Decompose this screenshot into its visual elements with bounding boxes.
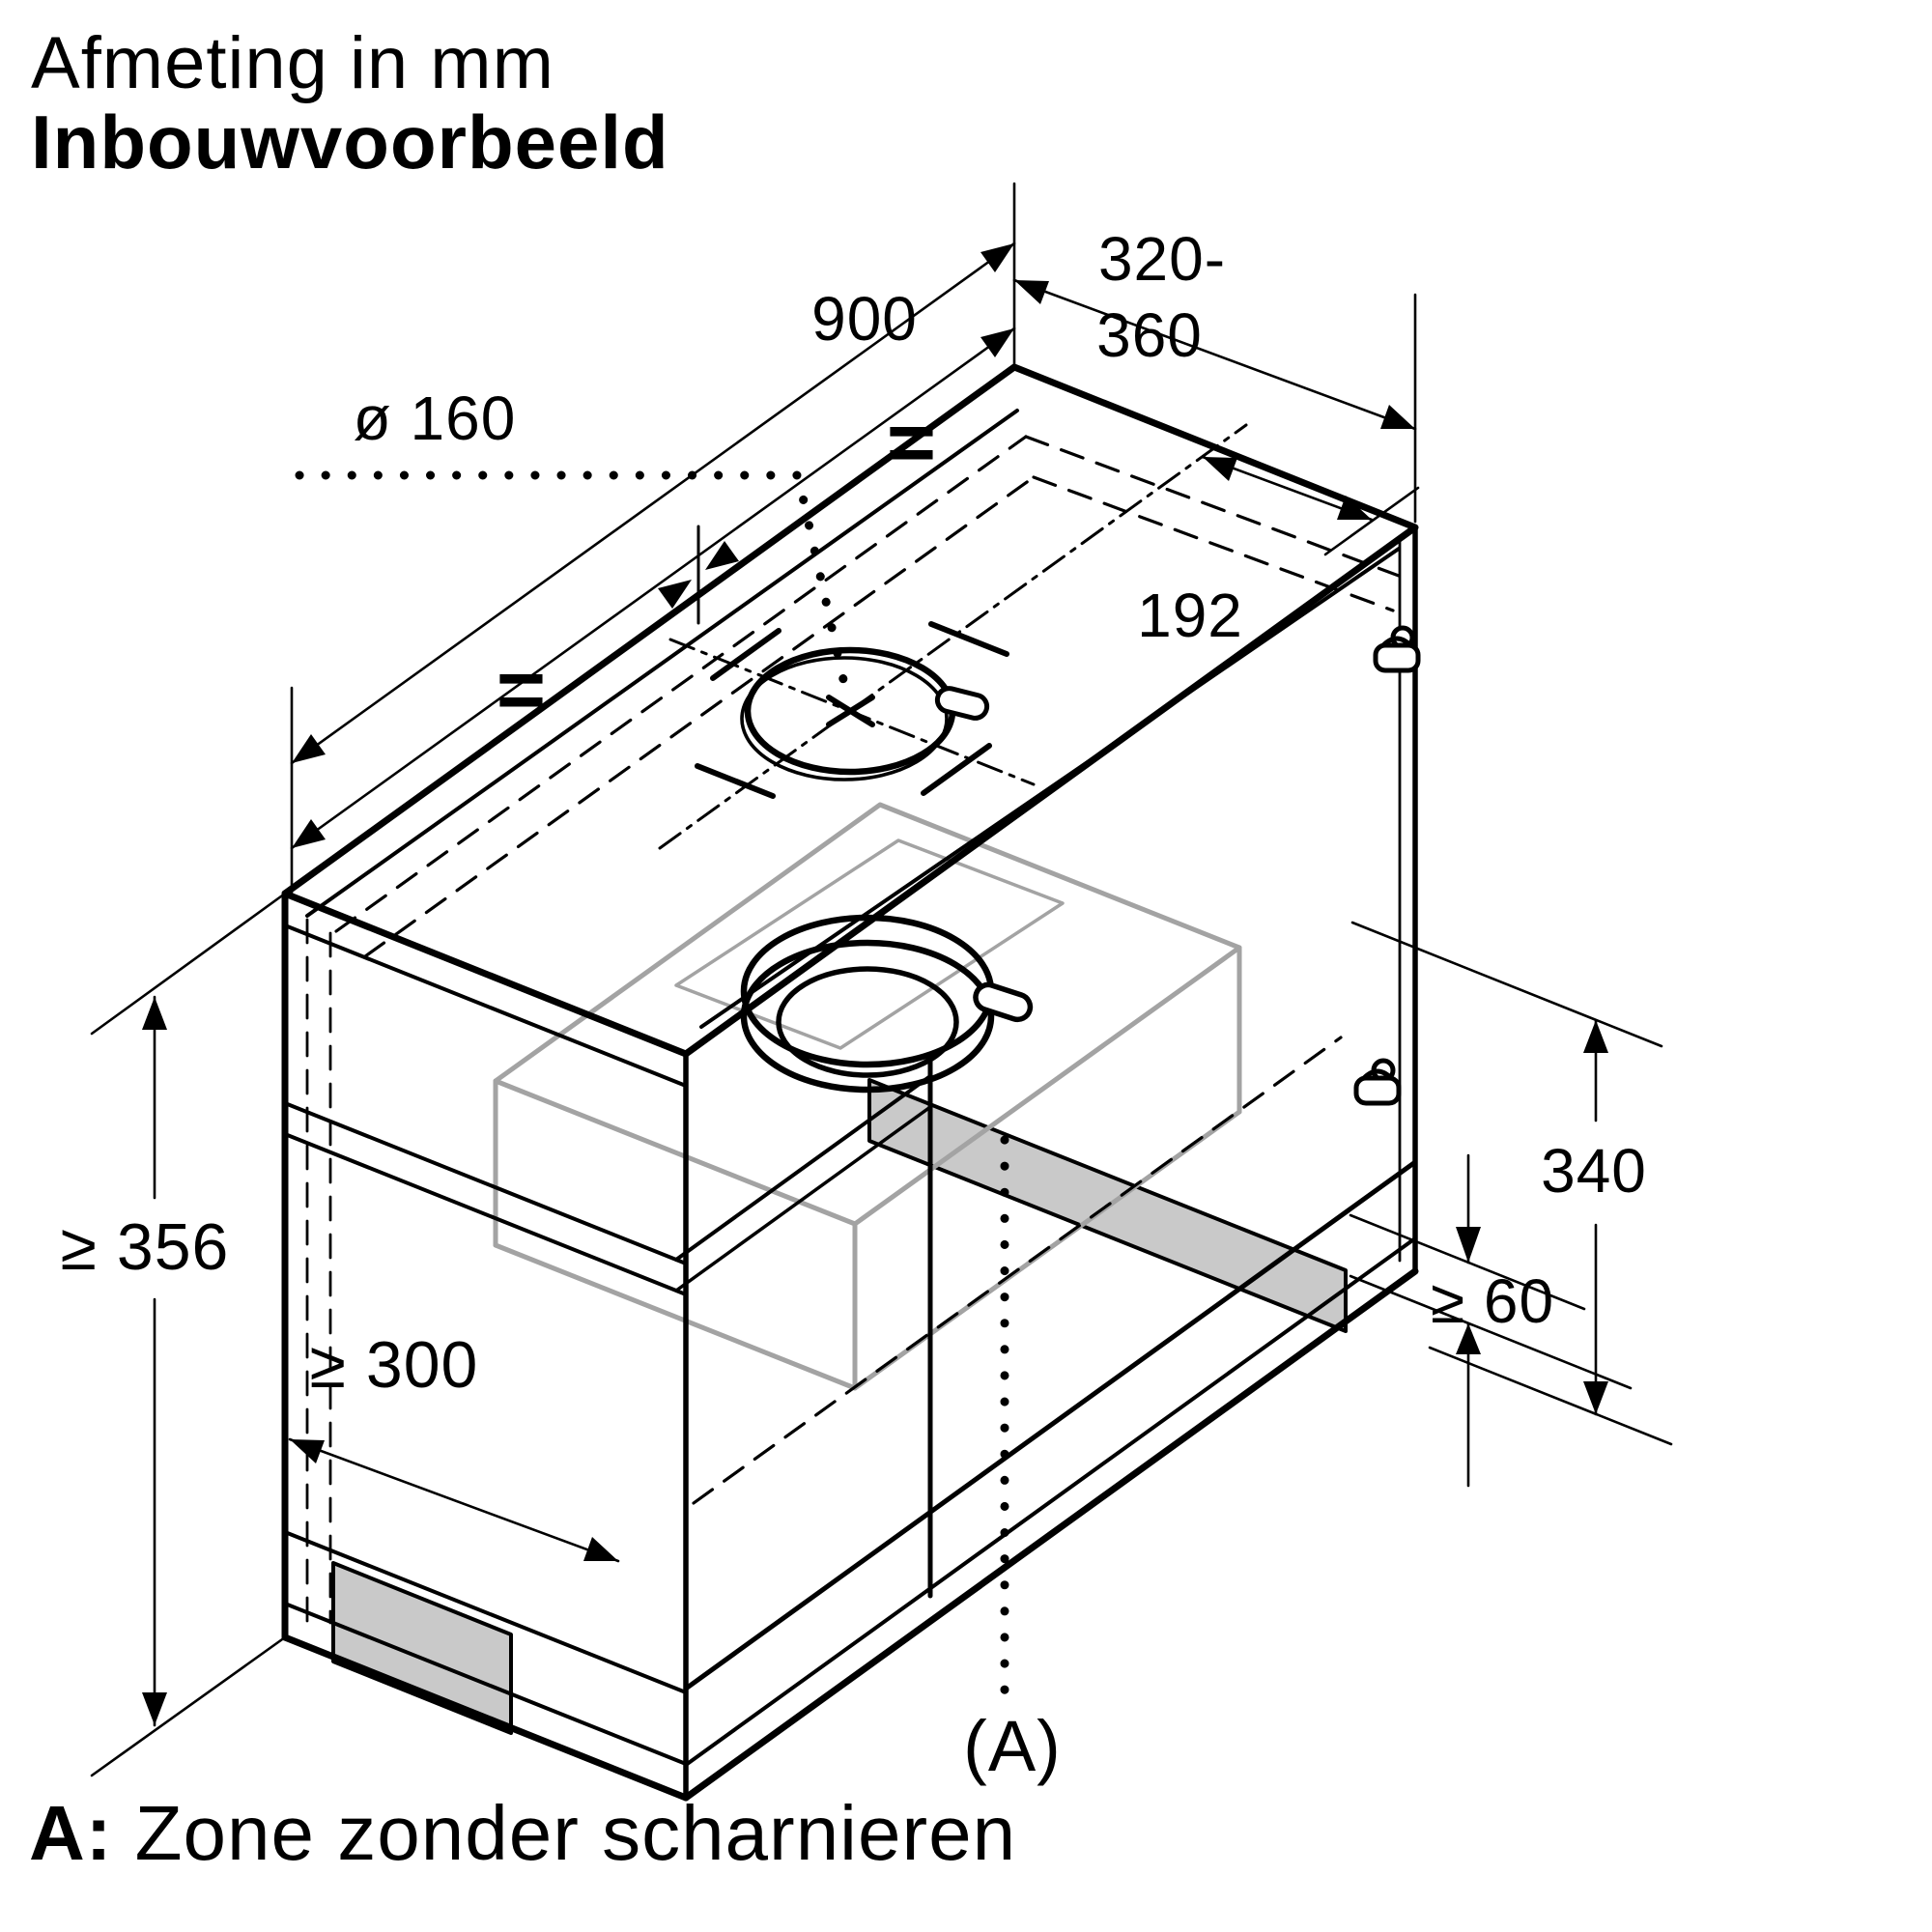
hole-rim-ticks xyxy=(695,621,1009,799)
collar-tab-icon xyxy=(973,981,1034,1023)
arrowheads xyxy=(142,243,1608,1725)
hinge-icon-bottom xyxy=(1353,1058,1402,1106)
dim-hinge-zone-offset: 340 xyxy=(1541,1136,1647,1206)
extension-lines xyxy=(90,182,1673,1777)
equals-mark-right: = xyxy=(886,394,938,490)
hole-tab-icon xyxy=(934,686,990,721)
dim-hinge-zone-height: ≥ 60 xyxy=(1430,1266,1555,1336)
equals-mark-left: = xyxy=(496,641,548,737)
hinge-free-zone-left xyxy=(331,1561,513,1735)
leader-dotted-lines xyxy=(295,470,1009,1695)
dim-depth-line1: 320- xyxy=(1097,224,1227,294)
legend-key: A: xyxy=(29,1790,113,1876)
drawing-title: Afmeting in mm xyxy=(31,22,554,104)
duct-hole-icon xyxy=(658,423,1248,850)
drawing-subtitle: Inbouwvoorbeeld xyxy=(31,99,669,185)
dim-duct-offset: 192 xyxy=(1137,581,1243,650)
legend-text: Zone zonder scharnieren xyxy=(134,1790,1017,1876)
hinge-icon-top xyxy=(1373,625,1421,673)
legend: A: Zone zonder scharnieren xyxy=(29,1789,1016,1878)
dim-bottom-clearance: ≥ 300 xyxy=(309,1328,479,1402)
hidden-floor-edge xyxy=(692,1036,1343,1505)
hinge-icons xyxy=(1353,625,1421,1106)
dim-depth-line2: 360 xyxy=(1096,300,1203,370)
diameter-leader xyxy=(295,470,853,706)
dim-duct-diameter: ø 160 xyxy=(353,384,517,453)
duct-collar-icon xyxy=(740,914,1034,1094)
hole-centerlines xyxy=(658,423,1248,850)
shelf xyxy=(283,1074,932,1296)
cabinet-box xyxy=(281,363,1419,1802)
dim-niche-height: ≥ 356 xyxy=(60,1210,230,1284)
zone-a-marker: (A) xyxy=(963,1706,1062,1786)
dim-cabinet-width: 900 xyxy=(811,284,918,354)
